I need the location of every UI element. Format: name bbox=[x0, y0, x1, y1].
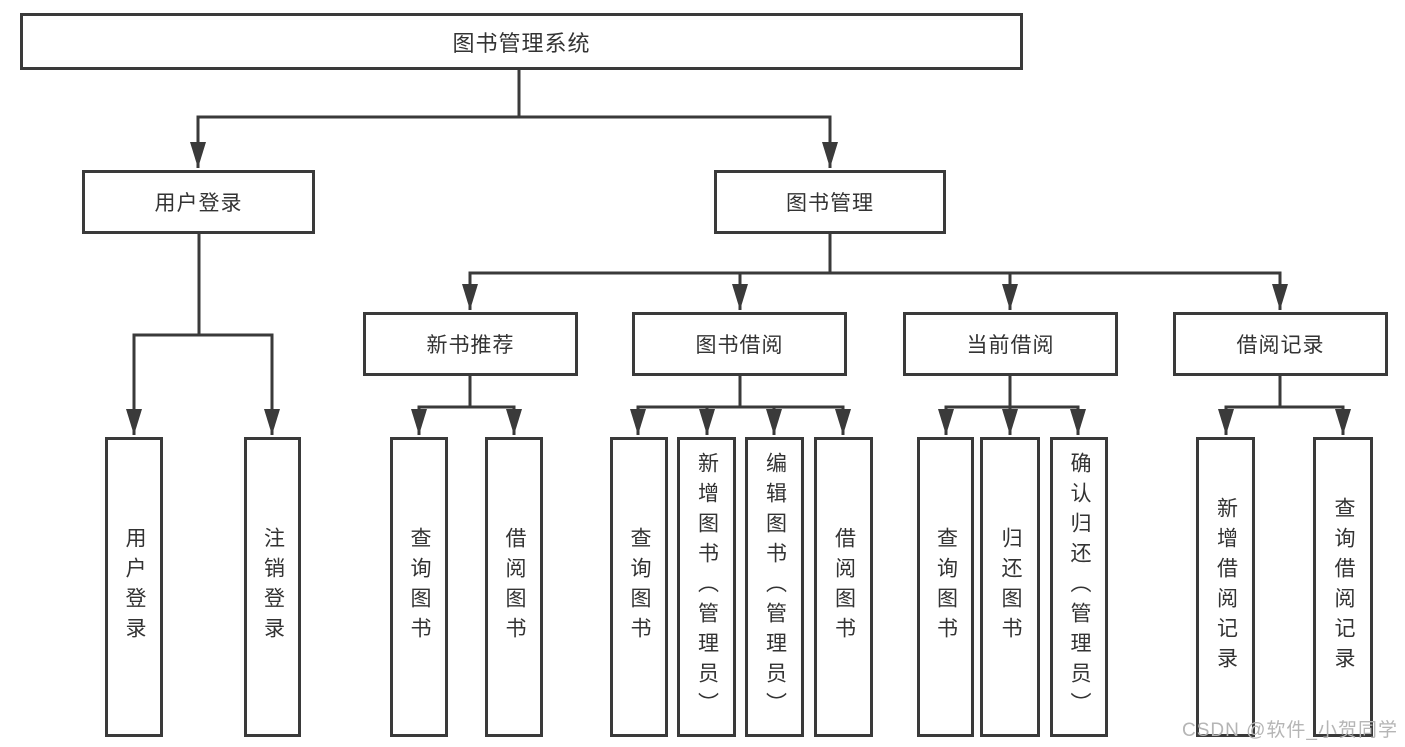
leaf-query-book-borrow: 查询图书 bbox=[610, 437, 668, 737]
leaf-edit-book-admin: 编辑图书（管理员） bbox=[745, 437, 804, 737]
node-root: 图书管理系统 bbox=[20, 13, 1023, 70]
node-new-book-recommend: 新书推荐 bbox=[363, 312, 578, 376]
node-book-borrow: 图书借阅 bbox=[632, 312, 847, 376]
leaf-add-book-admin: 新增图书（管理员） bbox=[677, 437, 736, 737]
leaf-add-borrow-record: 新增借阅记录 bbox=[1196, 437, 1255, 737]
node-user-login: 用户登录 bbox=[82, 170, 315, 234]
node-current-borrow: 当前借阅 bbox=[903, 312, 1118, 376]
leaf-query-book-current: 查询图书 bbox=[917, 437, 974, 737]
watermark: CSDN @软件_小贺同学 bbox=[1182, 720, 1398, 741]
leaf-borrow-book-recommend: 借阅图书 bbox=[485, 437, 543, 737]
leaf-return-book: 归还图书 bbox=[980, 437, 1040, 737]
node-book-management: 图书管理 bbox=[714, 170, 946, 234]
leaf-confirm-return-admin: 确认归还（管理员） bbox=[1050, 437, 1108, 737]
leaf-borrow-book: 借阅图书 bbox=[814, 437, 873, 737]
leaf-query-borrow-record: 查询借阅记录 bbox=[1313, 437, 1373, 737]
leaf-user-login: 用户登录 bbox=[105, 437, 163, 737]
leaf-logout: 注销登录 bbox=[244, 437, 301, 737]
node-borrow-records: 借阅记录 bbox=[1173, 312, 1388, 376]
leaf-query-book-recommend: 查询图书 bbox=[390, 437, 448, 737]
